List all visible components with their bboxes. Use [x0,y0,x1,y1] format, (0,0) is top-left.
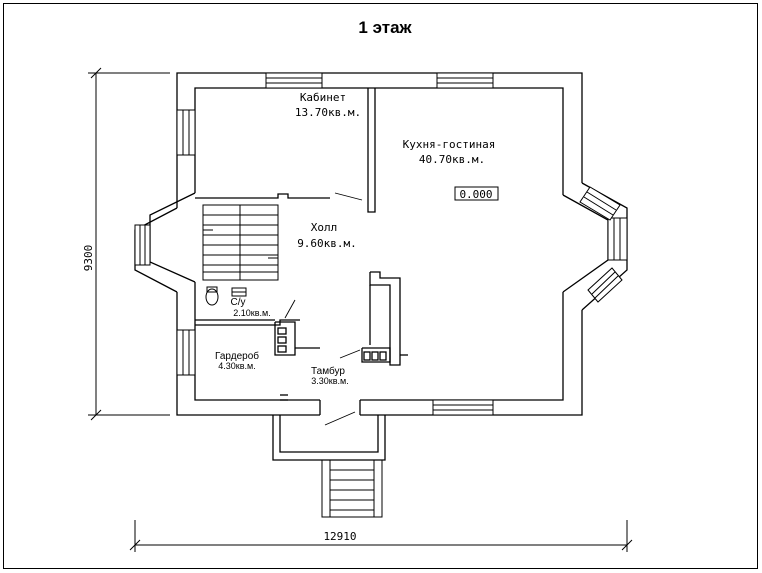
room-hall: Холл 9.60кв.м. [297,221,357,250]
room-name: Холл [311,221,338,234]
room-area: 9.60кв.м. [297,237,357,250]
room-office: Кабинет 13.70кв.м. [295,91,361,119]
room-area: 4.30кв.м. [218,361,255,371]
room-area: 3.30кв.м. [311,376,348,386]
room-area: 13.70кв.м. [295,106,361,119]
room-area: 40.70кв.м. [419,153,485,166]
bathroom-fixtures [205,286,247,306]
level-mark: 0.000 [459,188,492,201]
level-mark-box [454,186,499,201]
exterior-walls [134,72,628,416]
room-bathroom: С/у 2.10кв.м. [231,297,271,318]
room-area: 2.10кв.м. [233,308,270,318]
room-kitchen-living: Кухня-гостиная 40.70кв.м. [403,138,496,166]
door-swings [284,192,363,426]
windows [134,72,628,416]
room-name: Кухня-гостиная [403,138,496,151]
interior-stairs [202,204,279,281]
drawing-frame [3,3,758,569]
room-wardrobe: Гардероб 4.30кв.м. [215,350,259,371]
height-dimension: 9300 [82,245,95,272]
width-dimension-line [129,520,633,552]
room-vestibule: Тамбур 3.30кв.м. [311,365,349,386]
room-name: Гардероб [215,350,259,362]
entrance-porch [272,415,386,461]
room-name: Кабинет [300,91,346,104]
interior-walls [195,88,408,401]
height-dimension-line [88,67,170,421]
entrance-steps [321,459,383,518]
room-name: Тамбур [311,365,345,377]
plan-title: 1 этаж [358,18,412,37]
room-name: С/у [231,297,246,308]
width-dimension: 12910 [323,530,356,543]
